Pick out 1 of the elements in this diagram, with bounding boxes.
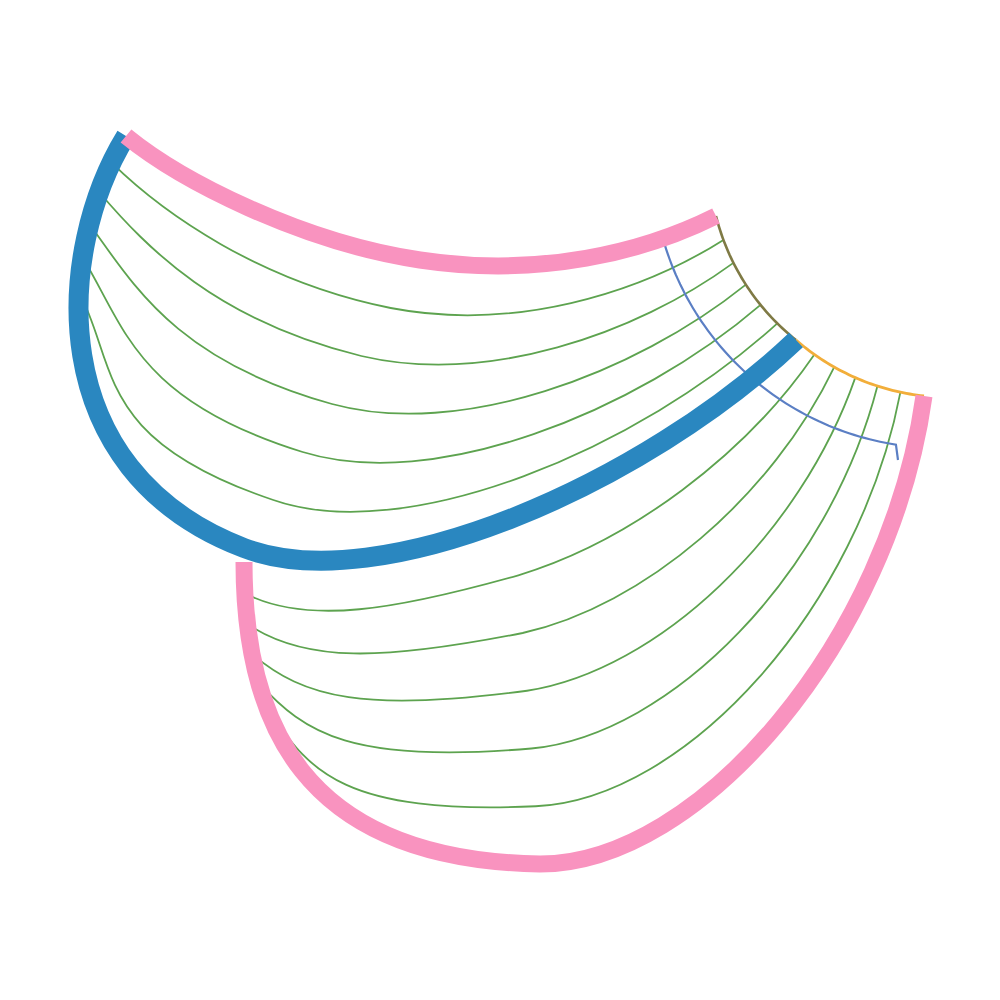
- curve-patch-illustration: [68, 129, 933, 873]
